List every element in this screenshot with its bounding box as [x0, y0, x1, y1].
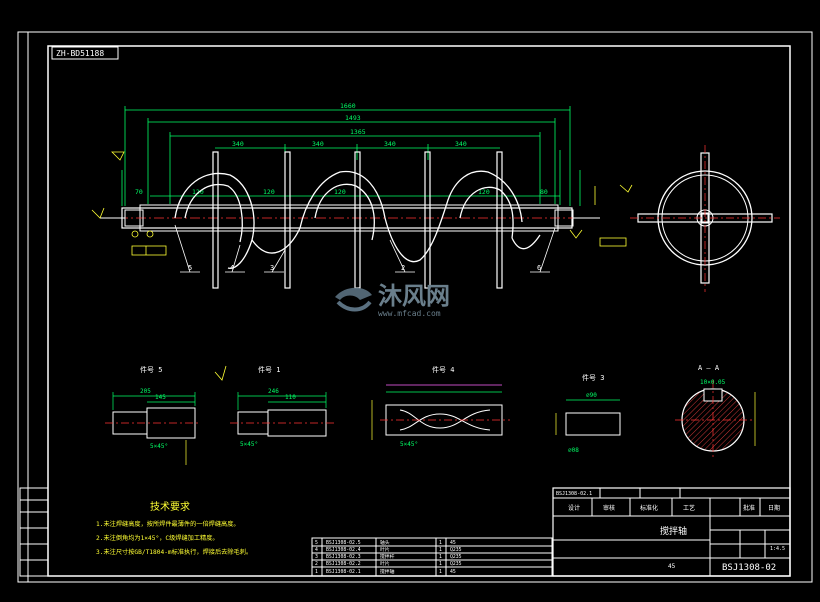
svg-text:BSJ1308-02.2: BSJ1308-02.2 [326, 561, 361, 567]
svg-text:叶片: 叶片 [380, 546, 390, 553]
outer-border [17, 31, 813, 583]
svg-text:120: 120 [478, 188, 490, 196]
detail-part-4: 件号 4 5×45° [371, 365, 510, 448]
svg-text:120: 120 [263, 188, 275, 196]
svg-text:2: 2 [401, 264, 405, 272]
svg-text:1: 1 [439, 569, 442, 575]
svg-text:1660: 1660 [340, 102, 356, 110]
main-shaft-view: 1660 1493 1365 340 340 340 340 120 120 1… [91, 102, 633, 289]
svg-text:5×45°: 5×45° [400, 441, 418, 448]
svg-text:2: 2 [315, 561, 318, 567]
part-balloons: 5 4 3 2 6 [188, 264, 541, 272]
watermark-url: www.mfcad.com [378, 309, 441, 318]
svg-text:110: 110 [285, 394, 296, 401]
svg-text:4: 4 [230, 264, 234, 272]
svg-text:1365: 1365 [350, 128, 366, 136]
svg-text:45: 45 [450, 540, 456, 546]
svg-text:技术要求: 技术要求 [150, 500, 190, 513]
svg-text:1: 1 [439, 547, 442, 553]
svg-text:70: 70 [135, 188, 143, 196]
svg-text:6: 6 [537, 264, 541, 272]
svg-text:BSJ1308-02.5: BSJ1308-02.5 [326, 540, 361, 546]
svg-text:∅90: ∅90 [586, 392, 597, 399]
svg-text:145: 145 [155, 394, 166, 401]
svg-text:45: 45 [450, 569, 456, 575]
svg-text:4: 4 [315, 547, 318, 553]
detail-part-5: 件号 5 205 145 5×45° [105, 365, 200, 465]
svg-text:1493: 1493 [345, 114, 361, 122]
left-binding-strip [19, 32, 49, 582]
svg-text:标准化: 标准化 [640, 504, 658, 512]
svg-text:Q235: Q235 [450, 554, 462, 560]
svg-text:5: 5 [315, 540, 318, 546]
title-labels: 设计 审核 标准化 工艺 批准 日期 [568, 504, 780, 512]
parts-list: 5 BSJ1308-02.5 轴头 1 45 4 BSJ1308-02.4 叶片… [311, 537, 553, 577]
svg-text:轴头: 轴头 [380, 539, 390, 546]
watermark-brand: 沐风网 [378, 282, 450, 310]
title-block: BSJ1308-02.1 设计 审核 标准化 工艺 批准 日期 搅拌轴 45 1… [552, 487, 791, 577]
svg-text:设计: 设计 [568, 504, 580, 512]
svg-text:1: 1 [439, 554, 442, 560]
svg-text:Q235: Q235 [450, 547, 462, 553]
svg-text:2.未注倒角均为1×45°，C级焊缝加工精度。: 2.未注倒角均为1×45°，C级焊缝加工精度。 [96, 534, 219, 542]
tolerance-symbols [91, 151, 633, 256]
watermark-logo-icon [335, 287, 372, 300]
title-header-code: BSJ1308-02.1 [556, 491, 592, 497]
svg-text:3: 3 [270, 264, 274, 272]
watermark: 沐风网 www.mfcad.com [335, 282, 450, 318]
end-view [630, 145, 780, 292]
svg-text:120: 120 [192, 188, 204, 196]
svg-text:340: 340 [232, 140, 244, 148]
svg-text:日期: 日期 [768, 504, 780, 512]
svg-text:1: 1 [439, 540, 442, 546]
svg-text:搅拌轴: 搅拌轴 [380, 568, 395, 575]
section-a-a: A — A 10×0.05 [675, 364, 756, 460]
svg-text:件号 4: 件号 4 [432, 365, 454, 374]
svg-text:120: 120 [334, 188, 346, 196]
svg-text:340: 340 [384, 140, 396, 148]
svg-text:340: 340 [312, 140, 324, 148]
svg-text:Q235: Q235 [450, 561, 462, 567]
svg-text:件号 5: 件号 5 [140, 365, 162, 374]
svg-text:340: 340 [455, 140, 467, 148]
svg-text:205: 205 [140, 388, 151, 395]
svg-text:5×45°: 5×45° [150, 443, 168, 450]
svg-text:3: 3 [315, 554, 318, 560]
svg-text:BSJ1308-02.3: BSJ1308-02.3 [326, 554, 361, 560]
title-drawing-number: BSJ1308-02 [722, 563, 776, 573]
svg-text:BSJ1308-02.1: BSJ1308-02.1 [326, 569, 361, 575]
svg-text:叶片: 叶片 [380, 560, 390, 567]
main-dimensions: 1660 1493 1365 340 340 340 340 120 120 1… [135, 102, 548, 196]
svg-text:A — A: A — A [698, 364, 720, 372]
svg-text:1: 1 [439, 561, 442, 567]
svg-text:批准: 批准 [743, 504, 755, 512]
svg-text:BSJ1308-02.4: BSJ1308-02.4 [326, 547, 361, 553]
detail-part-1: 件号 1 246 110 5×45° [214, 365, 335, 448]
svg-text:审核: 审核 [603, 504, 615, 512]
svg-text:5×45°: 5×45° [240, 441, 258, 448]
drawing-code: ZH-BD51188 [56, 49, 104, 58]
detail-part-3: 件号 3 ∅90 ∅08 [555, 373, 621, 454]
technical-requirements: 技术要求 1.未注焊缝高度，按所焊件最薄件的一倍焊缝高度。 2.未注倒角均为1×… [96, 500, 252, 556]
svg-text:5: 5 [188, 264, 192, 272]
svg-text:件号 1: 件号 1 [258, 365, 280, 374]
drawing-code-box [51, 46, 119, 60]
svg-text:∅08: ∅08 [568, 447, 579, 454]
svg-text:1: 1 [315, 569, 318, 575]
svg-text:1.未注焊缝高度，按所焊件最薄件的一倍焊缝高度。: 1.未注焊缝高度，按所焊件最薄件的一倍焊缝高度。 [96, 520, 240, 528]
svg-text:搅拌杆: 搅拌杆 [380, 553, 395, 560]
svg-text:80: 80 [540, 188, 548, 196]
title-scale: 1:4.5 [770, 546, 785, 552]
svg-text:工艺: 工艺 [683, 504, 695, 512]
title-material: 45 [668, 563, 676, 570]
svg-text:246: 246 [268, 388, 279, 395]
title-part-name: 搅拌轴 [660, 525, 687, 537]
svg-text:件号 3: 件号 3 [582, 373, 604, 382]
svg-text:10×0.05: 10×0.05 [700, 379, 726, 386]
svg-text:3.未注尺寸按GB/T1804-m标准执行，焊接后去除毛刺。: 3.未注尺寸按GB/T1804-m标准执行，焊接后去除毛刺。 [96, 548, 252, 556]
